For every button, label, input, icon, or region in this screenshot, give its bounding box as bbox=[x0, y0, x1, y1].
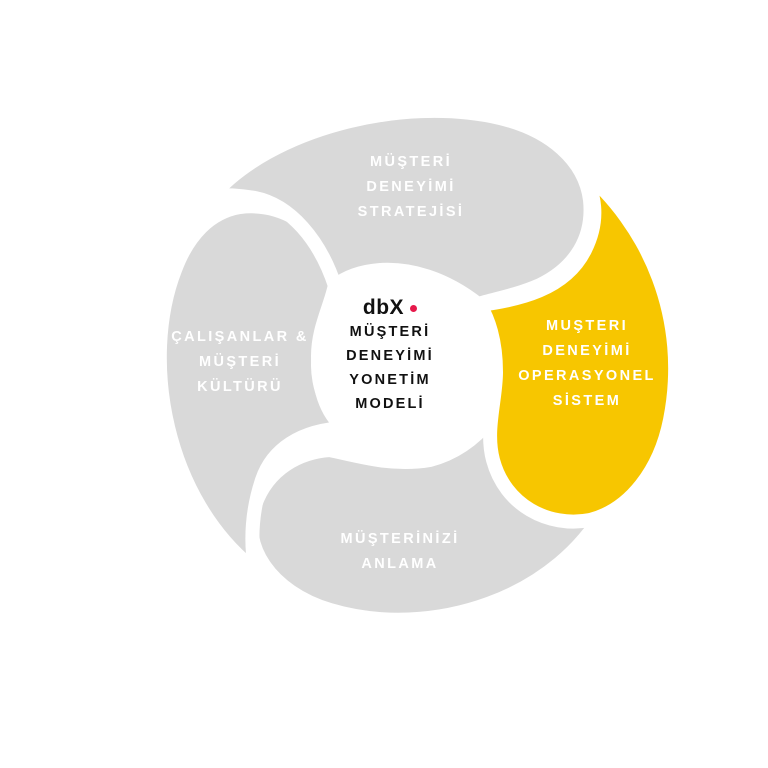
segment-right-highlight bbox=[473, 161, 683, 529]
logo-dot-icon bbox=[410, 304, 418, 312]
logo-text: dbX bbox=[362, 296, 405, 319]
center-line: YONETİM bbox=[349, 372, 431, 388]
segment-left-label: ÇALIŞANLAR & MÜŞTERİ KÜLTÜRÜ bbox=[160, 325, 320, 400]
center-line: DENEYİMİ bbox=[346, 348, 434, 364]
segment-bottom-line: ANLAMA bbox=[361, 556, 439, 572]
segment-right-line: MUŞTERI bbox=[545, 318, 629, 334]
segment-bottom-line: MÜŞTERİNİZİ bbox=[340, 531, 460, 547]
segment-top-label: MÜŞTERİ DENEYİMİ STRATEJİSİ bbox=[336, 150, 486, 225]
segment-right-line: SİSTEM bbox=[552, 393, 622, 409]
dbx-logo: dbX bbox=[362, 296, 418, 320]
segment-left-line: KÜLTÜRÜ bbox=[197, 379, 283, 395]
segment-left-line: MÜŞTERİ bbox=[198, 354, 282, 370]
center-label: dbX MÜŞTERİ DENEYİMİ YONETİM MODELİ bbox=[330, 296, 450, 416]
segment-top-line: STRATEJİSİ bbox=[357, 204, 465, 220]
segment-right-label: MUŞTERI DENEYİMİ OPERASYONEL SİSTEM bbox=[502, 314, 672, 414]
segment-bottom-label: MÜŞTERİNİZİ ANLAMA bbox=[320, 527, 480, 577]
center-line: MÜŞTERİ bbox=[349, 324, 431, 340]
segment-top-line: DENEYİMİ bbox=[366, 179, 456, 195]
center-circle bbox=[311, 273, 495, 457]
segment-right-line: OPERASYONEL bbox=[518, 368, 656, 384]
segment-top-line: MÜŞTERİ bbox=[369, 154, 453, 170]
center-line: MODELİ bbox=[355, 396, 425, 412]
segment-right-line: DENEYİMİ bbox=[542, 343, 632, 359]
segment-left-line: ÇALIŞANLAR & bbox=[171, 329, 309, 345]
